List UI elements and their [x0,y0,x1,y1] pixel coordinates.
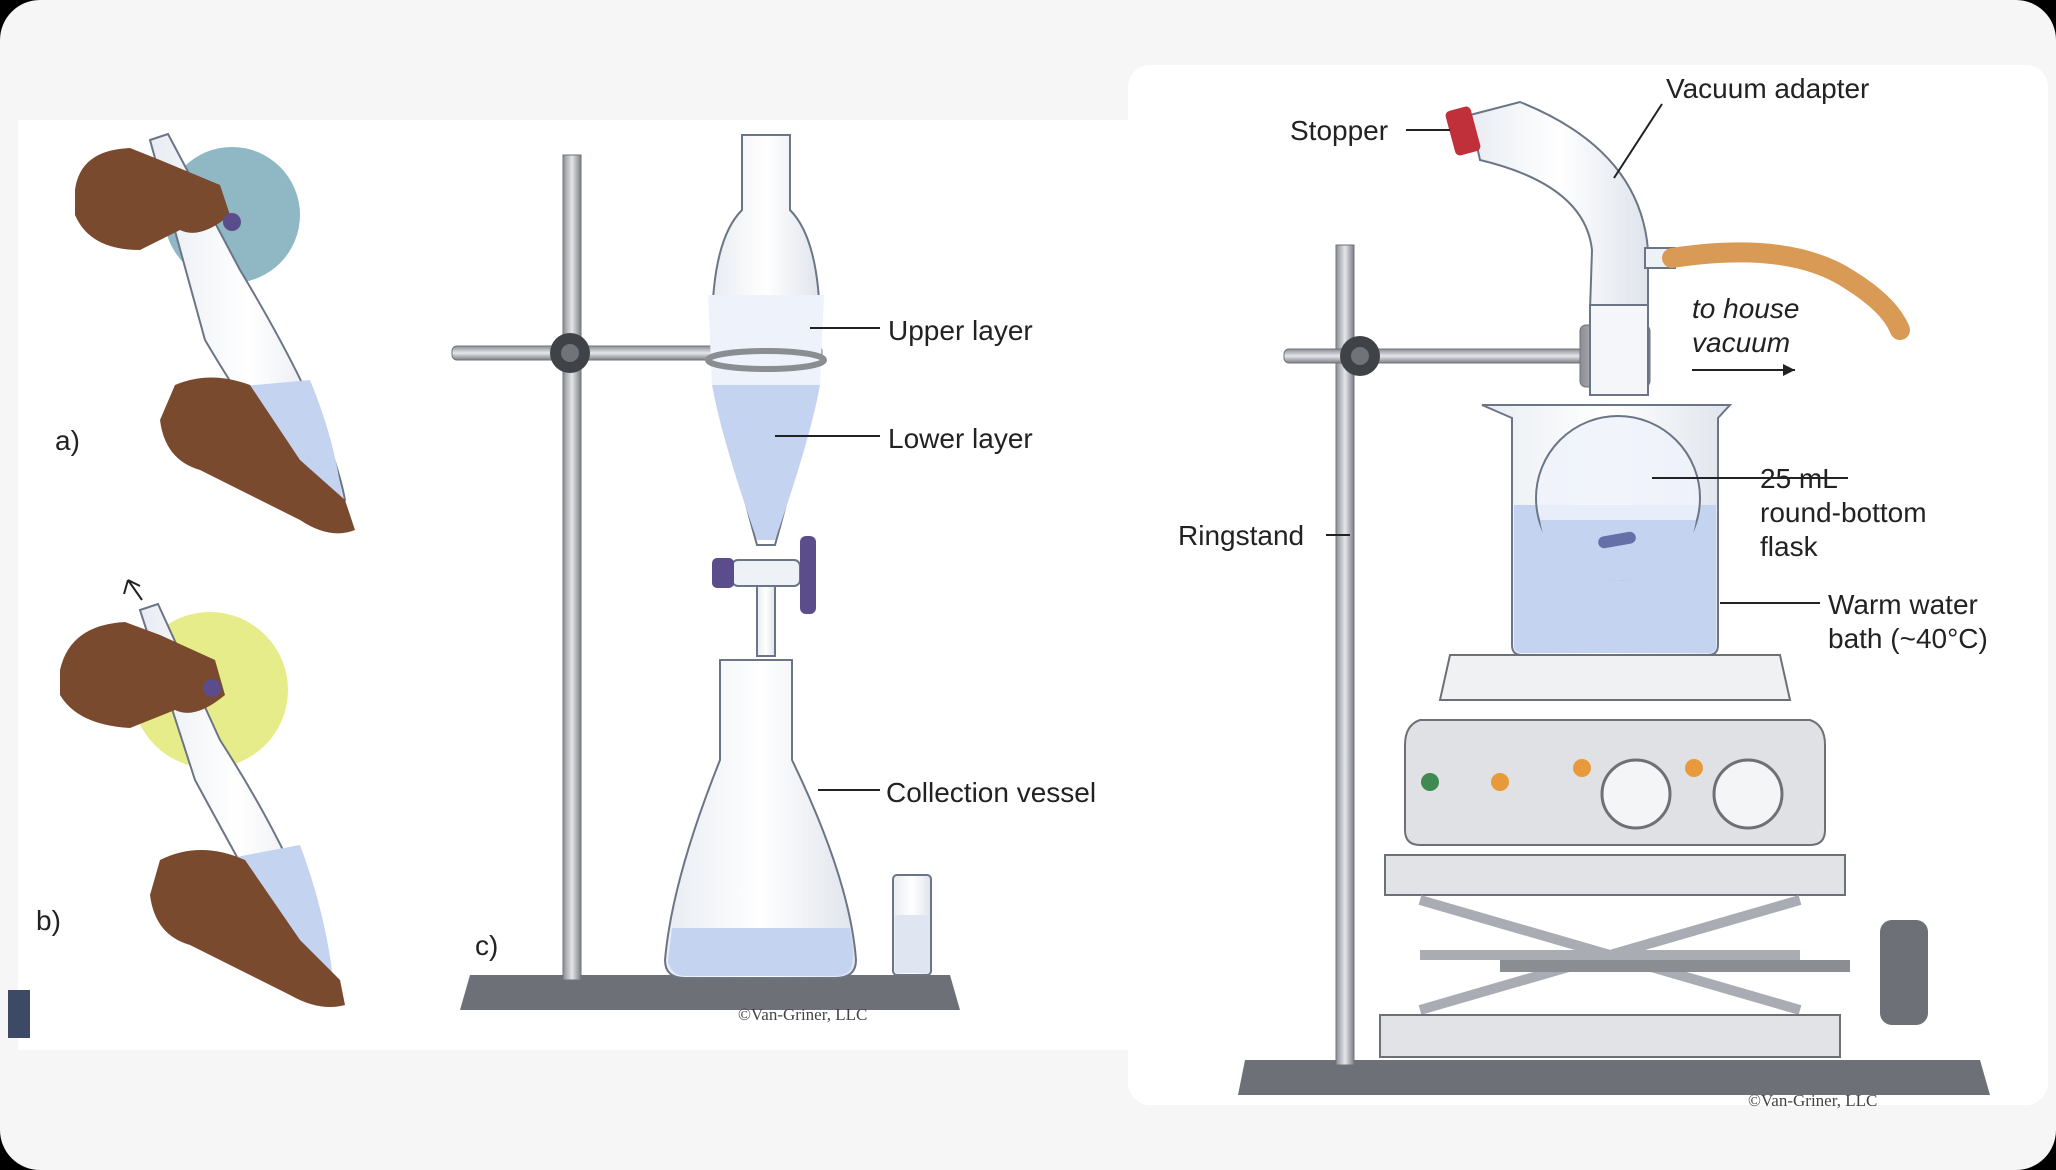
right-credit: ©Van-Griner, LLC [1748,1091,1877,1110]
flask-label-line-1: 25 mL [1760,463,1837,494]
indicator-light-green [1421,773,1439,791]
hot-plate-top [1438,654,1792,701]
ringstand-rod-c [562,154,582,981]
stopper [1445,106,1481,156]
lab-jack-top [1384,854,1846,896]
collection-vessel [663,659,858,979]
water-bath-line-1: Warm water [1828,589,1978,620]
stopper-label: Stopper [1290,115,1388,146]
stir-bar [1598,531,1636,549]
indicator-light-3 [1685,759,1703,777]
panel-a-illustration: a) [55,132,355,534]
ringstand-label: Ringstand [1178,520,1304,551]
water-bath-line-2: bath (~40°C) [1828,623,1988,654]
lab-jack-knob [1880,920,1928,1025]
lab-jack-scissor [1418,895,1802,1015]
funnel-stem [756,585,776,657]
panel-b-stopper [203,679,221,697]
house-vacuum-label: to house vacuum [1692,293,1807,358]
house-vacuum-line-1: to house [1692,293,1799,324]
heat-knob [1600,758,1672,830]
page-edge-mark [8,990,30,1038]
water-bath-label: Warm water bath (~40°C) [1828,589,1988,654]
collection-vessel-label: Collection vessel [886,777,1096,808]
house-vacuum-arrowhead [1783,364,1795,376]
panel-a-stopper [223,213,241,231]
left-credit: ©Van-Griner, LLC [738,1005,867,1024]
stopcock-handle-left [712,558,734,588]
ringstand-rod-right [1335,244,1355,1066]
lower-layer-liquid [712,385,820,540]
ringstand-base-c [460,975,960,1010]
upper-layer-liquid [708,295,824,385]
vacuum-adapter [1468,100,1649,311]
vacuum-adapter-leader [1613,103,1663,179]
clamp-knob-center-c [561,344,579,362]
panel-b-bottom-hand [150,850,345,1008]
flask-clamp-arm [1283,348,1615,364]
small-beaker-liquid [895,915,929,973]
clamp-knob-center-right [1351,347,1369,365]
flask-label: 25 mL round-bottom flask [1760,463,1934,562]
panel-b-top-hand [60,622,225,728]
vacuum-adapter-label: Vacuum adapter [1666,73,1869,104]
indicator-light-1 [1491,773,1509,791]
panel-b-illustration: b) [36,579,345,1008]
indicator-light-2 [1573,759,1591,777]
flask-label-line-2: round-bottom [1760,497,1927,528]
flask-label-line-3: flask [1760,531,1819,562]
panel-a-bottom-hand [160,377,355,534]
panel-c-label: c) [475,930,498,961]
collection-vessel-liquid [668,928,853,976]
lab-jack-bottom [1379,1014,1841,1058]
flask-liquid [1540,520,1696,581]
stopcock-handle-right [800,536,816,614]
panel-a-top-hand [75,148,230,250]
ringstand-base-right [1238,1060,1990,1095]
ring-support [705,348,827,372]
lower-layer-label: Lower layer [888,423,1033,454]
adapter-joint [1589,304,1649,396]
upper-layer-label: Upper layer [888,315,1033,346]
house-vacuum-line-2: vacuum [1692,327,1790,358]
panel-a-label: a) [55,425,80,456]
rotovap-setup: Stopper Vacuum adapter to house vacuum 2… [1178,73,1990,1110]
vacuum-tubing [1662,242,1910,340]
lab-jack-screw [1500,960,1850,972]
stopcock-body [731,559,801,587]
separatory-funnel-setup: Upper layer Lower layer Collection vesse… [451,134,1096,1024]
panel-b-label: b) [36,905,61,936]
stir-knob [1712,758,1784,830]
panel-b-vent-arrow [123,579,143,601]
